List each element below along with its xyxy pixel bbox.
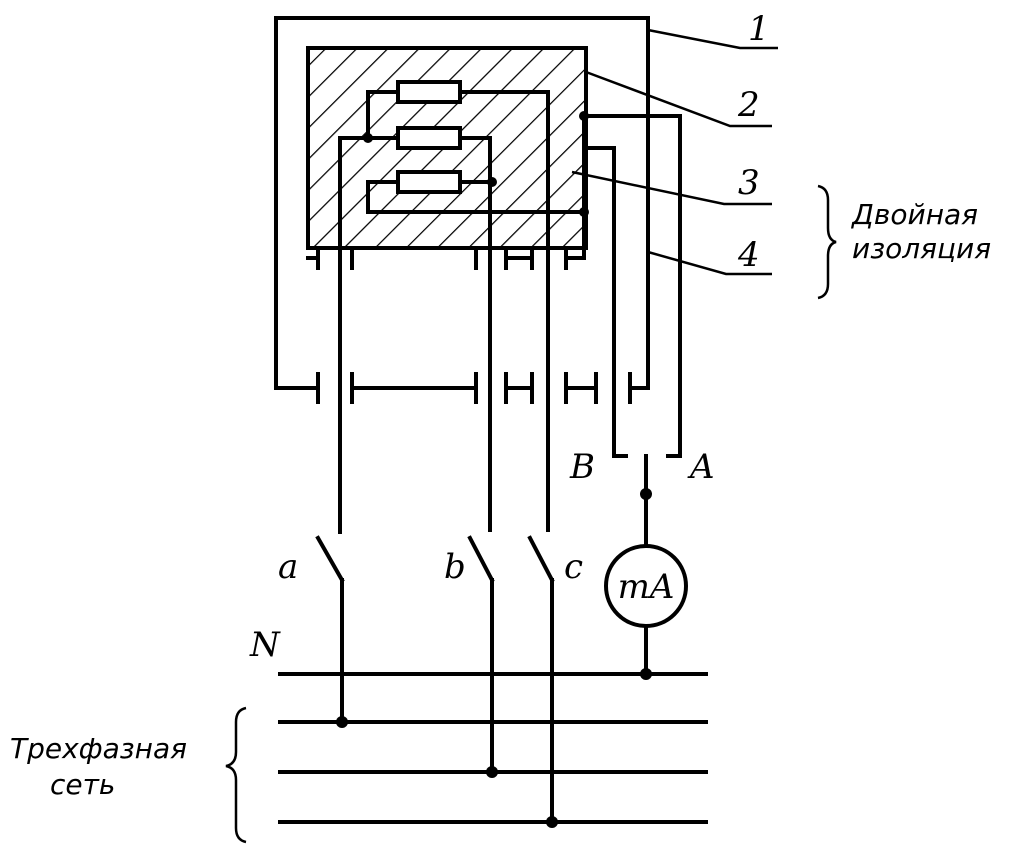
network-label-line2: сеть (50, 768, 115, 801)
terminal-a-label: A (687, 447, 715, 487)
resistor-1 (396, 80, 462, 104)
junction-dot (640, 488, 652, 500)
callout-4: 4 (737, 235, 760, 275)
phase-label-a: a (278, 547, 298, 587)
outer-insulation-gaps (316, 372, 650, 404)
neutral-label: N (249, 625, 281, 665)
junction-dot (363, 133, 373, 143)
phase-label-b: b (444, 547, 466, 587)
terminal-b-label: B (569, 447, 595, 487)
double-insulation-label-line2: изоляция (852, 232, 991, 265)
callout-1: 1 (748, 9, 770, 49)
phase-label-c: c (564, 547, 583, 587)
double-insulation-label-line1: Двойная (850, 198, 978, 231)
resistor-3 (396, 170, 462, 194)
switch-a (315, 528, 345, 724)
junction-dot (579, 111, 589, 121)
switch-b (467, 535, 495, 774)
resistor-2 (396, 126, 462, 150)
junction-dot (487, 177, 497, 187)
junction-dot (486, 766, 498, 778)
network-brace (225, 706, 247, 844)
callout-3: 3 (738, 163, 760, 203)
callout-leaders (571, 28, 778, 276)
inner-insulation-gaps (306, 246, 586, 270)
junction-dot (336, 716, 348, 728)
junction-dot (579, 207, 589, 217)
junction-dot (546, 816, 558, 828)
meter-label: mA (618, 567, 675, 607)
network-label-line1: Трехфазная (10, 732, 187, 765)
callout-2: 2 (737, 85, 760, 125)
switch-c (527, 535, 555, 824)
double-insulation-brace (817, 184, 837, 300)
